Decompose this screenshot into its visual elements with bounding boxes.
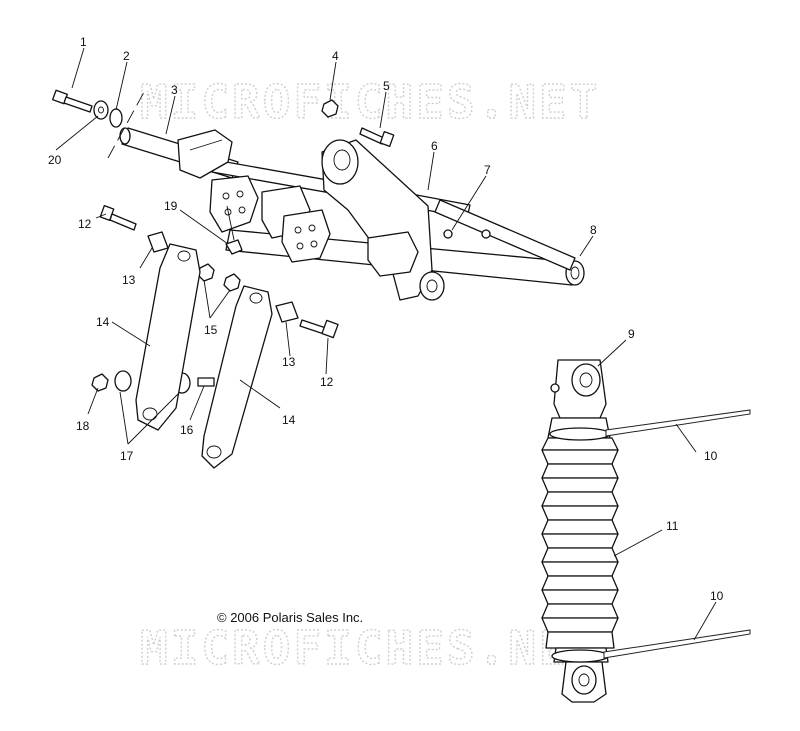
callout-14-right: 14 [282, 413, 296, 427]
callout-19: 19 [164, 199, 178, 213]
callout-12-left: 12 [78, 217, 92, 231]
callout-14-left: 14 [96, 315, 110, 329]
bolt-1 [52, 89, 93, 113]
copyright-notice: © 2006 Polaris Sales Inc. [217, 610, 363, 625]
front-arm-assembly [119, 127, 585, 301]
callout-20: 20 [48, 153, 62, 167]
bolt-5 [359, 127, 395, 147]
callout-18: 18 [76, 419, 90, 433]
callout-15: 15 [204, 323, 218, 337]
callout-13-right: 13 [282, 355, 296, 369]
callout-8: 8 [590, 223, 597, 237]
bolt-12-left [99, 205, 137, 231]
pin-16 [197, 377, 215, 387]
washer-20 [93, 100, 109, 120]
bushing-13-right [275, 301, 299, 323]
callout-5: 5 [383, 79, 390, 93]
leader-lines [55, 47, 717, 641]
watermark-top: MICROFICHES.NET [140, 75, 600, 129]
shock-absorber [541, 359, 751, 703]
callout-13-left: 13 [122, 273, 136, 287]
washer-2 [109, 108, 123, 128]
callout-11: 11 [666, 519, 679, 533]
grease-fitting-19 [225, 239, 243, 255]
callout-7: 7 [484, 163, 491, 177]
link-14-right [201, 285, 273, 469]
callout-10-lower: 10 [710, 589, 724, 603]
callout-16: 16 [180, 423, 194, 437]
link-14-left [135, 243, 201, 431]
callout-17: 17 [120, 449, 134, 463]
callout-12-right: 12 [320, 375, 334, 389]
callouts: 1 2 3 4 5 6 7 8 9 10 10 11 12 12 13 13 1… [48, 35, 724, 603]
nut-18 [91, 373, 109, 392]
callout-1: 1 [80, 35, 87, 49]
nut-15b [223, 273, 241, 292]
nut-4 [321, 99, 339, 118]
washer-17a [114, 370, 132, 392]
bolt-12-right [299, 319, 339, 339]
callout-2: 2 [123, 49, 130, 63]
callout-9: 9 [628, 327, 635, 341]
alignment-line [107, 91, 145, 159]
callout-6: 6 [431, 139, 438, 153]
watermark-bottom: MICROFICHES.NET [140, 621, 600, 675]
callout-4: 4 [332, 49, 339, 63]
callout-10-upper: 10 [704, 449, 718, 463]
callout-3: 3 [171, 83, 178, 97]
bellows-11 [541, 437, 619, 649]
